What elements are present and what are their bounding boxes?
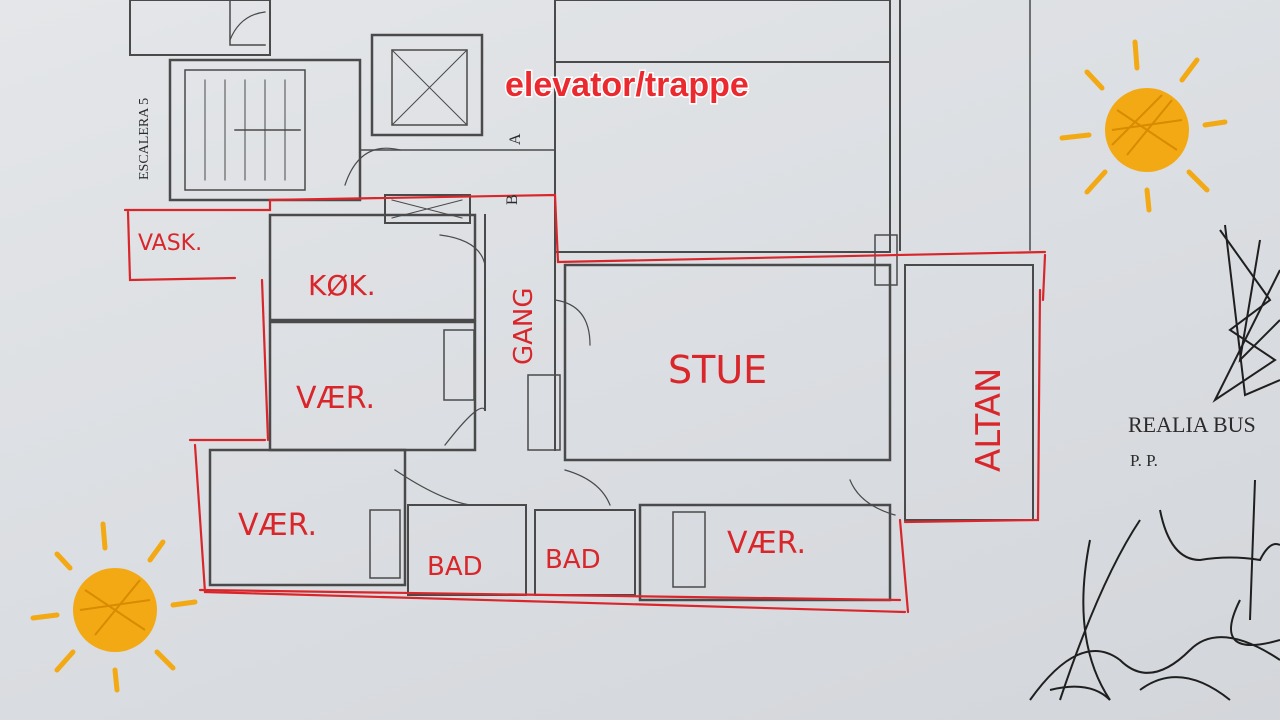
room-label-gang: GANG [509,287,539,365]
company-name: REALIA BUS [1128,412,1256,437]
signature-scribble [1029,224,1280,701]
plan-walls [129,0,1034,602]
room-label-bad-2: BAD [545,545,601,575]
room-label-vaer-1: VÆR. [296,381,375,416]
red-outline-markup [123,193,1047,614]
company-pp: P. P. [1130,451,1158,470]
stair-label: ESCALERA 5 [137,98,152,180]
room-label-altan: ALTAN [969,368,1009,472]
room-label-stue: STUE [668,348,767,392]
room-label-vaer-3: VÆR. [727,526,806,561]
elevator-stair-label: elevator/trappe [505,66,749,104]
room-label-vask: VASK. [138,231,202,256]
sun-icon [1059,39,1228,213]
room-label-vaer-2: VÆR. [238,508,317,543]
door-mark-b: B [504,194,521,205]
room-label-kok: KØK. [308,269,376,302]
sun-icon [30,521,198,693]
room-label-bad-1: BAD [427,552,483,582]
door-mark-a: A [507,133,524,145]
